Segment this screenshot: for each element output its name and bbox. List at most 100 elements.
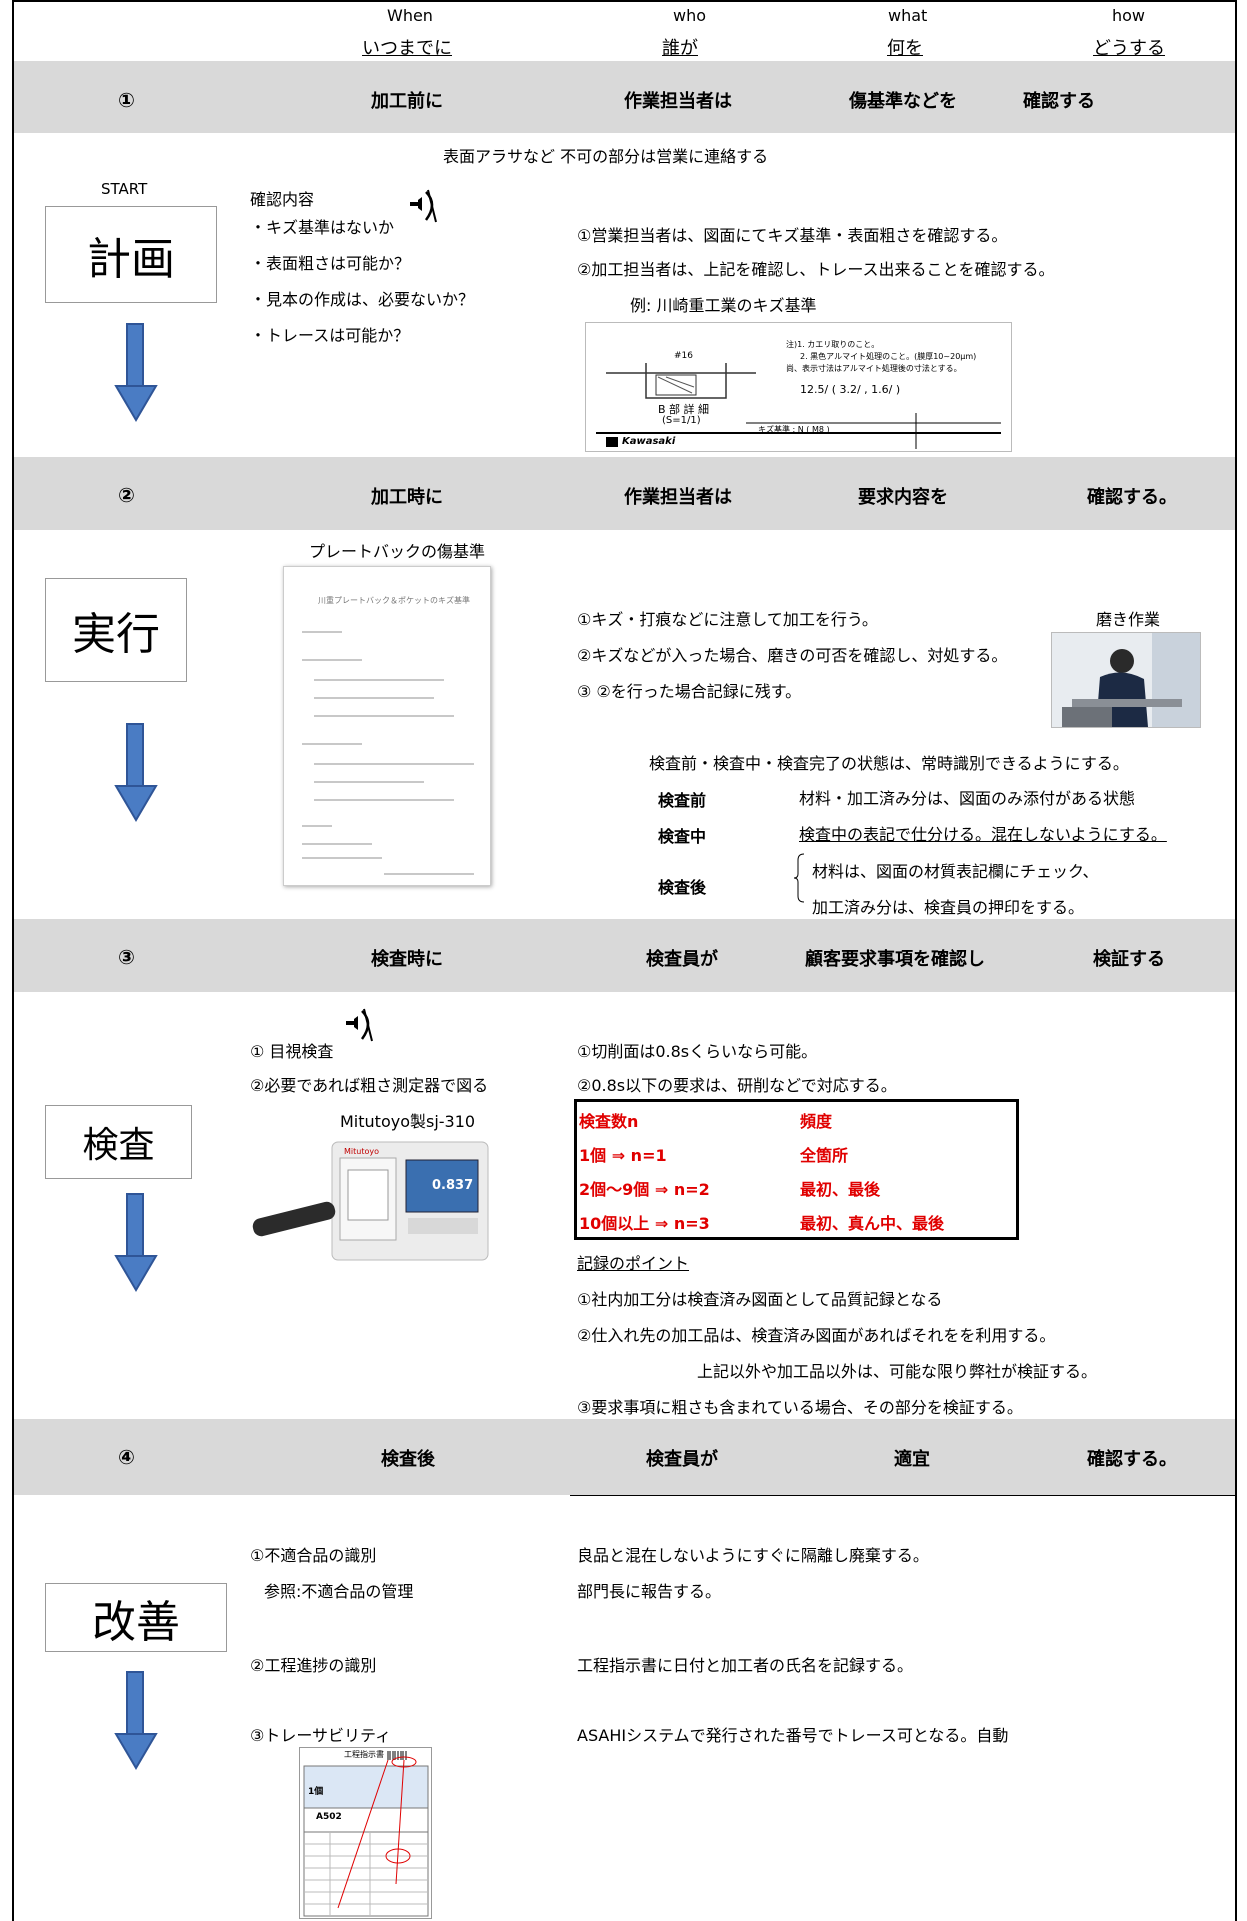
- state-text: 加工済み分は、検査員の押印をする。: [812, 898, 1085, 917]
- how-cell: 確認する。: [1087, 487, 1177, 508]
- polishing-photo: [1051, 632, 1201, 728]
- down-arrow-icon: [114, 723, 158, 822]
- plan-step: ②加工担当者は、上記を確認し、トレース出来ることを確認する。: [577, 260, 1055, 279]
- start-label: START: [101, 180, 148, 198]
- sheet-qty: 1個: [308, 1787, 324, 1797]
- section-3-header: ③ 検査時に 検査員が 顧客要求事項を確認し 検証する: [14, 919, 1235, 992]
- improve-label: ②工程進捗の識別: [250, 1656, 377, 1675]
- improve-label: 参照:不適合品の管理: [264, 1582, 414, 1601]
- status-note: 検査前・検査中・検査完了の状態は、常時識別できるようにする。: [649, 754, 1129, 773]
- drawing-note: 注)1. カエリ取りのこと。: [786, 340, 880, 349]
- when-cell: 検査後: [381, 1449, 435, 1470]
- section-number: ①: [118, 88, 135, 112]
- table-cell: 10個以上 ⇒ n=3: [579, 1214, 710, 1233]
- state-text: 検査中の表記で仕分ける。混在しないようにする。: [799, 825, 1167, 844]
- inspect-note: ②0.8s以下の要求は、研削などで対応する。: [577, 1076, 897, 1095]
- improve-text: 良品と混在しないようにすぐに隔離し廃棄する。: [577, 1546, 929, 1565]
- col-who-en: who: [673, 6, 707, 25]
- stage-label: 改善: [92, 1596, 180, 1648]
- svg-text:Mitutoyo: Mitutoyo: [344, 1147, 379, 1156]
- when-cell: 検査時に: [371, 949, 443, 970]
- roughness-tester-image: Mitutoyo 0.837: [248, 1134, 492, 1270]
- table-cell: 頻度: [800, 1112, 833, 1131]
- kawasaki-logo: Kawasaki: [622, 436, 676, 447]
- drawing-label: B 部 詳 細: [658, 403, 710, 416]
- drawing-std: キズ基準 : N ( M8 ): [758, 425, 830, 434]
- sheet-title: 工程指示書: [344, 1750, 384, 1759]
- check-item: ・トレースは可能か？: [250, 326, 410, 345]
- improve-text: 工程指示書に日付と加工者の氏名を記録する。: [577, 1656, 914, 1675]
- what-cell: 傷基準などを: [849, 91, 957, 112]
- stage-label: 検査: [82, 1125, 155, 1166]
- drawing-label: #16: [674, 351, 693, 361]
- col-how-en: how: [1112, 6, 1146, 25]
- how-cell: 確認する: [1023, 91, 1095, 112]
- state-text: 材料は、図面の材質表記欄にチェック、: [812, 862, 1099, 881]
- down-arrow-icon: [114, 323, 158, 422]
- section-number: ④: [118, 1445, 135, 1469]
- who-cell: 作業担当者は: [624, 487, 732, 508]
- who-cell: 検査員が: [646, 1449, 718, 1470]
- improve-text: 部門長に報告する。: [577, 1582, 722, 1601]
- drawing-note: 2. 黒色アルマイト処理のこと。(膜厚10~20μm): [800, 352, 977, 361]
- improve-text: ASAHIシステムで発行された番号でトレース可となる。自動: [577, 1726, 1009, 1745]
- speaker-icon: [346, 1008, 373, 1042]
- drawing-note: 尚、表示寸法はアルマイト処理後の寸法とする。: [786, 364, 962, 373]
- do-step: ②キズなどが入った場合、磨きの可否を確認し、対処する。: [577, 646, 1008, 665]
- check-item: ・見本の作成は、必要ないか？: [250, 290, 475, 309]
- top-border: [12, 0, 1237, 2]
- sheet-code: A502: [316, 1812, 342, 1822]
- who-cell: 検査員が: [646, 949, 718, 970]
- table-cell: 検査数n: [579, 1112, 639, 1131]
- state-label: 検査前: [658, 791, 707, 810]
- inspect-item: ②必要であれば粗さ測定器で図る: [250, 1076, 489, 1095]
- col-how-jp: どうする: [1093, 38, 1165, 59]
- do-step: ①キズ・打痕などに注意して加工を行う。: [577, 610, 878, 629]
- device-display: 0.837: [432, 1178, 474, 1193]
- bracket-icon: [794, 853, 805, 903]
- section-2-header: ② 加工時に 作業担当者は 要求内容を 確認する。: [14, 457, 1235, 530]
- divider: [570, 1495, 1235, 1496]
- doc-title: プレートバックの傷基準: [309, 542, 486, 561]
- record-item: 上記以外や加工品以外は、可能な限り弊社が検証する。: [697, 1362, 1098, 1381]
- improve-label: ①不適合品の識別: [250, 1546, 377, 1565]
- photo-label: 磨き作業: [1096, 610, 1161, 629]
- kawasaki-drawing-image: #16 B 部 詳 細 (S=1/1) 注)1. カエリ取りのこと。 2. 黒色…: [585, 322, 1012, 452]
- when-cell: 加工時に: [371, 487, 443, 508]
- stage-label: 計画: [87, 233, 175, 285]
- process-sheet-image: 工程指示書 1個 A502: [299, 1747, 432, 1919]
- check-item: ・キズ基準はないか: [250, 218, 395, 237]
- what-cell: 顧客要求事項を確認し: [805, 949, 985, 970]
- col-when-jp: いつまでに: [362, 38, 452, 59]
- check-item: 確認内容: [250, 190, 315, 209]
- check-item: ・表面粗さは可能か？: [250, 254, 411, 273]
- sampling-table: 検査数n 頻度 1個 ⇒ n=1 全箇所 2個～9個 ⇒ n=2 最初、最後 1…: [574, 1099, 1019, 1240]
- how-cell: 確認する。: [1087, 1449, 1177, 1470]
- state-label: 検査中: [658, 827, 707, 846]
- plate-standard-document-image: 川重プレートバック＆ポケットのキズ基準: [283, 566, 491, 886]
- table-cell: 最初、真ん中、最後: [800, 1214, 945, 1233]
- table-cell: 1個 ⇒ n=1: [579, 1146, 667, 1165]
- record-item: ③要求事項に粗さも含まれている場合、その部分を検証する。: [577, 1398, 1023, 1417]
- drawing-label: (S=1/1): [662, 415, 701, 426]
- state-label: 検査後: [658, 878, 707, 897]
- record-item: ①社内加工分は検査済み図面として品質記録となる: [577, 1290, 943, 1309]
- table-cell: 全箇所: [800, 1146, 849, 1165]
- when-cell: 加工前に: [371, 91, 443, 112]
- device-caption: Mitutoyo製sj-310: [340, 1112, 476, 1131]
- improve-label: ③トレーサビリティ: [250, 1726, 392, 1745]
- page-frame: [12, 0, 1237, 1921]
- do-step: ③ ②を行った場合記録に残す。: [577, 682, 802, 701]
- record-title: 記録のポイント: [577, 1254, 690, 1273]
- drawing-roughness: 12.5/ ( 3.2/ , 1.6/ ): [800, 383, 901, 396]
- what-cell: 要求内容を: [858, 487, 948, 508]
- stage-check-box: 検査: [45, 1105, 192, 1179]
- example-label: 例: 川崎重工業のキズ基準: [630, 296, 817, 315]
- col-who-jp: 誰が: [662, 38, 698, 59]
- down-arrow-icon: [114, 1671, 158, 1770]
- plan-step: ①営業担当者は、図面にてキズ基準・表面粗さを確認する。: [577, 226, 1008, 245]
- who-cell: 作業担当者は: [624, 91, 732, 112]
- stage-label: 実行: [72, 609, 160, 660]
- col-what-jp: 何を: [887, 38, 923, 59]
- col-what-en: what: [888, 6, 928, 25]
